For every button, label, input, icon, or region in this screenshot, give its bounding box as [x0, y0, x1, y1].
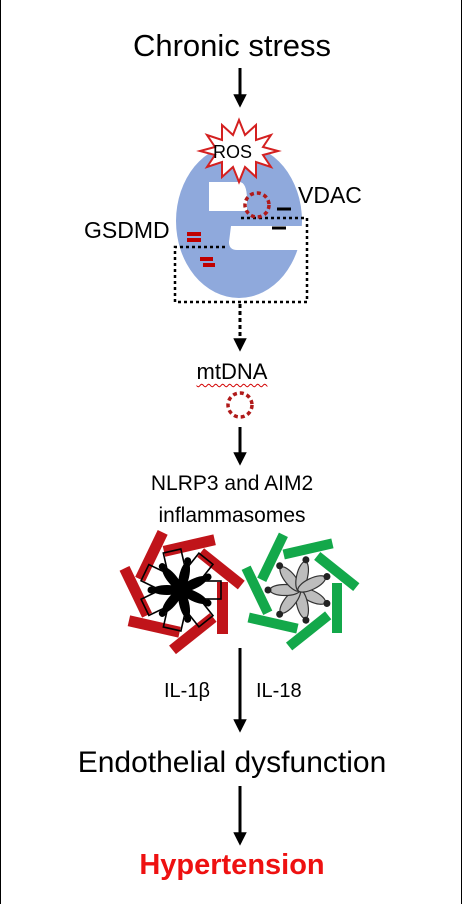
ros-label: ROS [213, 142, 253, 162]
gsdmd-label: GSDMD [84, 217, 170, 243]
aim2-arms [241, 532, 360, 651]
aim2-inflammasome [241, 532, 360, 651]
vdac-label: VDAC [298, 182, 362, 208]
gsdmd-pores [187, 232, 215, 267]
nlrp3-inflammasome [119, 529, 245, 655]
mtdna-label: mtDNA [196, 359, 268, 384]
inflammasomes-label-line2: inflammasomes [158, 504, 306, 527]
endothelial-dysfunction-label: Endothelial dysfunction [77, 746, 387, 779]
il18-label: IL-18 [256, 680, 302, 702]
aim2-core [269, 561, 326, 619]
mtdna-circle [226, 391, 254, 419]
chronic-stress-label: Chronic stress [132, 28, 332, 63]
ros-starburst [196, 117, 282, 185]
inner-membrane-dotted-outline [173, 216, 309, 304]
hypertension-label: Hypertension [139, 849, 325, 881]
inflammasomes-label-line1: NLRP3 and AIM2 [150, 472, 314, 495]
mtdna-circle-in-mitochondrion [243, 191, 271, 219]
nlrp3-core [152, 561, 208, 619]
il1b-label: IL-1β [164, 680, 210, 702]
